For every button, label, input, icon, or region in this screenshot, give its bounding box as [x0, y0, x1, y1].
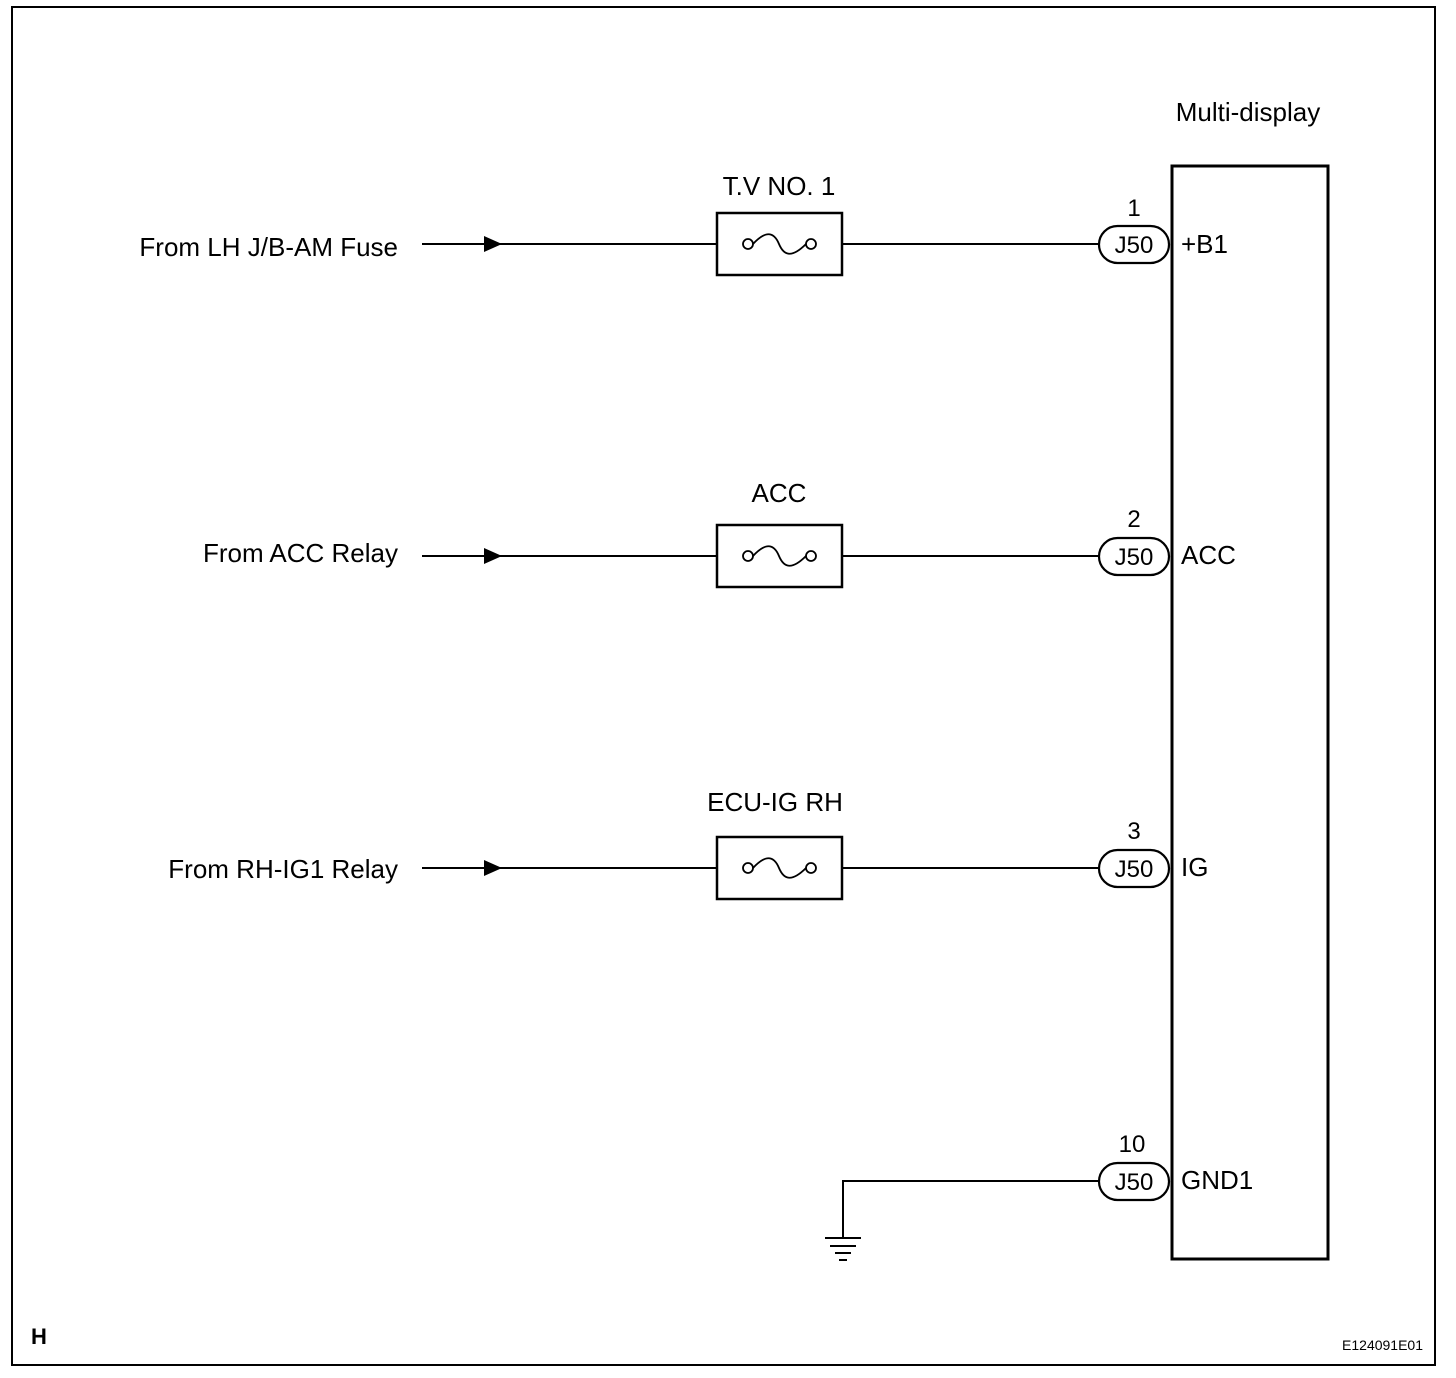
fuse-label: T.V NO. 1	[723, 171, 836, 201]
fuse-label: ECU-IG RH	[707, 787, 843, 817]
pin-number: 1	[1127, 195, 1140, 222]
connector-label: J50	[1115, 232, 1154, 259]
terminal-label: +B1	[1181, 229, 1228, 259]
fuse-label: ACC	[752, 478, 807, 508]
arrow-right-icon	[484, 860, 502, 876]
arrow-right-icon	[484, 548, 502, 564]
pin-number: 10	[1119, 1131, 1146, 1158]
fuse-icon	[742, 545, 817, 567]
connector-badge	[1097, 224, 1171, 265]
fuse-icon	[742, 857, 817, 879]
ground-wire	[842, 1180, 1099, 1237]
terminal-label: IG	[1181, 852, 1208, 882]
circuit-source-label: From RH-IG1 Relay	[168, 854, 398, 884]
footer-code: H	[31, 1324, 47, 1349]
ground-icon	[825, 1237, 861, 1261]
connector-label: J50	[1115, 1169, 1154, 1196]
circuit-source-label: From LH J/B-AM Fuse	[139, 232, 398, 262]
connector-badge	[1097, 536, 1171, 577]
terminal-label: GND1	[1181, 1165, 1253, 1195]
fuse-icon	[742, 233, 817, 255]
circuit-source-label: From ACC Relay	[203, 538, 398, 568]
pin-number: 2	[1127, 506, 1140, 533]
connector-badge	[1097, 1161, 1171, 1202]
component-name: Multi-display	[1176, 97, 1321, 127]
arrow-right-icon	[484, 236, 502, 252]
terminal-label: ACC	[1181, 540, 1236, 570]
connector-label: J50	[1115, 856, 1154, 883]
connector-badge	[1097, 848, 1171, 889]
diagram-frame	[11, 6, 1436, 1366]
circuit-3: From RH-IG1 Relay ECU-IG RH 3 J50 IG	[168, 787, 1208, 901]
circuit-2: From ACC Relay ACC 2 J50 ACC	[203, 478, 1236, 589]
circuit-1: From LH J/B-AM Fuse T.V NO. 1 1 J50 +B1	[139, 171, 1228, 277]
multi-display-box	[1170, 164, 1330, 1261]
connector-label: J50	[1115, 544, 1154, 571]
ground-circuit: 10 J50 GND1	[825, 1131, 1253, 1261]
figure-id: E124091E01	[1342, 1337, 1423, 1353]
pin-number: 3	[1127, 818, 1140, 845]
